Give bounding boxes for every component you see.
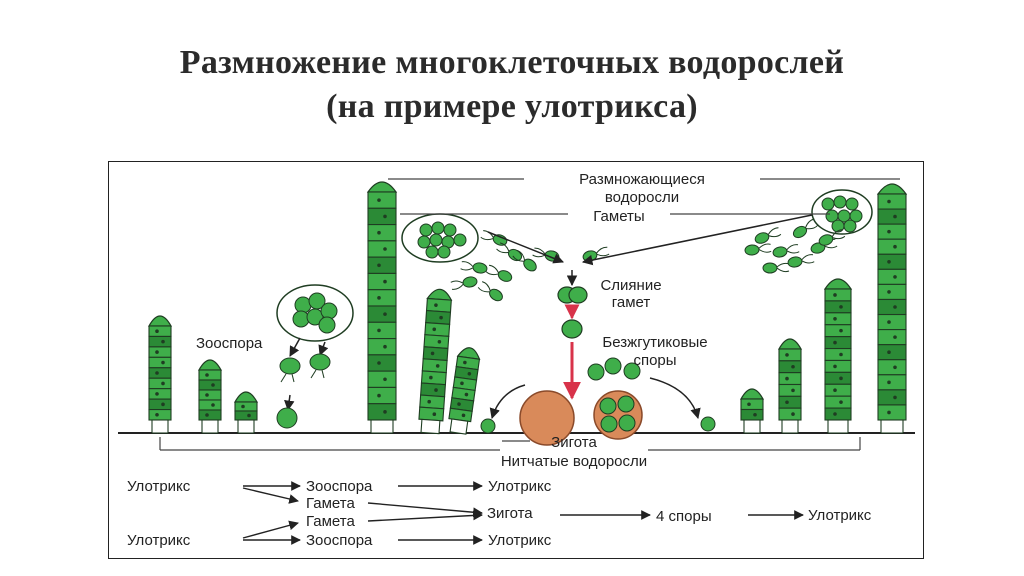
scheme-ulothrix-bottom-end: Улотрикс [488, 532, 552, 549]
label-reproducing-2: водоросли [605, 189, 679, 206]
label-flagellaless-2: споры [633, 352, 676, 369]
zoospore-cells [277, 354, 330, 428]
label-flagellaless-1: Безжгутиковые [602, 334, 707, 351]
scheme-ulothrix-top: Улотрикс [127, 478, 191, 495]
arrow-zoospore-1 [290, 338, 300, 356]
scheme-ulothrix-final: Улотрикс [808, 507, 872, 524]
algae-filament [418, 289, 452, 434]
algae-filament [149, 316, 171, 433]
algae-filament [741, 389, 763, 433]
arrow-zoospore-2 [320, 342, 325, 355]
algae-filament [199, 360, 221, 433]
gamete [582, 246, 610, 262]
gamete [486, 263, 514, 283]
scheme-four-spores: 4 споры [656, 508, 712, 525]
gamete [450, 276, 477, 290]
fusing-gametes [558, 287, 587, 303]
algae-filament [235, 392, 257, 433]
zygote-four-spores [594, 391, 642, 439]
flagellaless-spore [562, 320, 582, 338]
label-zoospore: Зооспора [196, 335, 263, 352]
label-reproducing-1: Размножающиеся [579, 171, 705, 188]
label-fusion-2: гамет [612, 294, 651, 311]
gamete [460, 260, 487, 274]
gamete [763, 263, 789, 273]
gamete [772, 244, 799, 258]
arrow-to-right-filament [650, 378, 698, 418]
label-zygote: Зигота [551, 434, 597, 451]
scheme-gamete-2: Гамета [306, 513, 355, 530]
algae-filament [447, 346, 481, 434]
gamete [478, 280, 505, 303]
released-spores [588, 358, 640, 380]
life-cycle-scheme: Улотрикс Зооспора Улотрикс Гамета Гамета… [127, 478, 872, 549]
label-fusion-1: Слияние [600, 277, 661, 294]
label-gametes: Гаметы [593, 208, 644, 225]
gamete [787, 254, 814, 268]
label-filamentous: Нитчатые водоросли [501, 453, 647, 470]
scheme-zoospore-top: Зооспора [306, 478, 373, 495]
scheme-gamete-1: Гамета [306, 495, 355, 512]
algae-filament [878, 184, 906, 433]
scheme-zygote: Зигота [487, 505, 533, 522]
scheme-ulothrix-bottom: Улотрикс [127, 532, 191, 549]
gamete [754, 227, 782, 245]
algae-filament [779, 339, 801, 433]
gamete [745, 243, 772, 255]
algae-filament [368, 182, 396, 433]
gamete [532, 246, 560, 262]
scheme-ulothrix-top-end: Улотрикс [488, 478, 552, 495]
algae-filament [825, 279, 851, 433]
algae-filaments [149, 182, 906, 435]
arrow-gametes-left [488, 232, 563, 262]
scheme-zoospore-bottom: Зооспора [306, 532, 373, 549]
